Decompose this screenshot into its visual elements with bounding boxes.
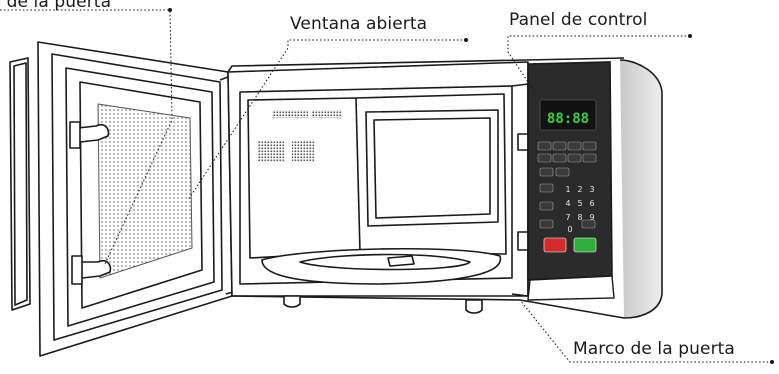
function-key	[582, 141, 597, 151]
leader-dot	[770, 360, 774, 364]
leader-frame	[519, 299, 772, 363]
keypad-number: 0	[567, 225, 572, 234]
keypad-number: 4	[565, 199, 570, 208]
leader-lines	[0, 9, 772, 363]
display-screen	[539, 99, 597, 131]
display-digits: 88:88	[547, 111, 589, 127]
function-key	[552, 141, 567, 151]
keypad-number: 3	[589, 185, 594, 194]
leader-door-latch	[0, 9, 173, 267]
function-key	[567, 153, 582, 163]
cavity-vent-left-2	[292, 140, 314, 162]
function-key	[539, 201, 554, 211]
keypad-number: 8	[577, 213, 582, 222]
label-open-window: Ventana abierta	[290, 14, 428, 34]
door-mesh-window	[97, 103, 193, 279]
keypad-number: 6	[589, 199, 594, 208]
foot-left	[283, 295, 301, 308]
label-door-frame: Marco de la puerta	[573, 339, 735, 359]
function-key	[539, 183, 554, 193]
label-control-panel: Panel de control	[509, 10, 648, 30]
keypad-number: 2	[577, 185, 582, 194]
function-key	[552, 153, 567, 163]
function-key	[581, 219, 596, 229]
leader-dot	[688, 34, 692, 38]
leader-window	[187, 39, 466, 201]
leader-dot	[168, 8, 172, 12]
function-key	[582, 153, 597, 163]
door-latch-bottom	[79, 259, 112, 279]
start-button	[573, 237, 597, 253]
keypad-number: 9	[589, 213, 594, 222]
leader-dot	[464, 38, 468, 42]
keypad-number: 1	[565, 185, 570, 194]
function-key	[537, 153, 552, 163]
label-door-latch: r de la puerta	[0, 0, 112, 12]
cavity-vent-top	[272, 110, 308, 118]
function-key	[567, 141, 582, 151]
control-panel: 88:88 1 2 3 4 5 6 7 8 9	[527, 61, 615, 301]
cabinet	[227, 57, 663, 319]
keypad-number: 7	[565, 213, 570, 222]
cabinet-side	[619, 59, 663, 319]
keypad-number: 5	[577, 199, 582, 208]
foot-right	[465, 299, 483, 314]
function-key	[555, 167, 570, 177]
function-key	[537, 141, 552, 151]
function-key	[539, 219, 554, 229]
door-latch-top	[77, 123, 110, 143]
function-key	[539, 167, 554, 177]
cavity-vent-left	[258, 140, 284, 162]
leader-panel	[507, 35, 690, 101]
open-door	[9, 41, 241, 357]
stop-clear-button	[543, 237, 567, 253]
